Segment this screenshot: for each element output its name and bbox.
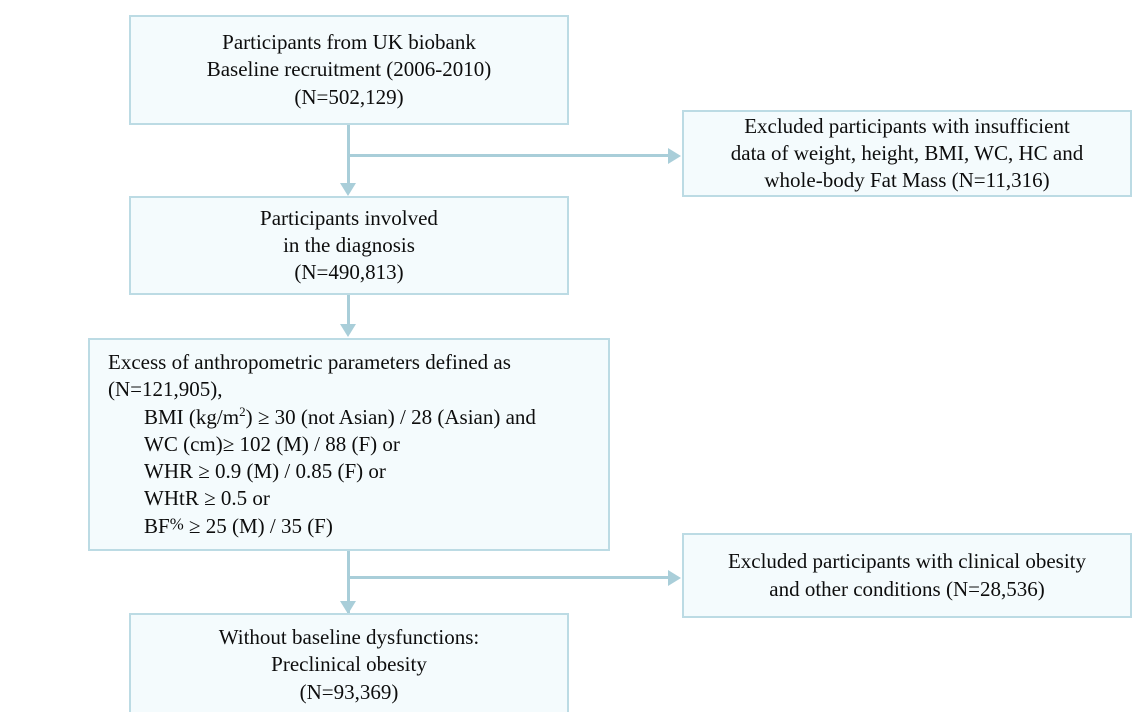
node-outcome-count: (N=93,369) <box>299 679 399 704</box>
node-criteria-bf: BF% ≥ 25 (M) / 35 (F) <box>108 513 333 540</box>
node-criteria-bmi-prefix: BMI (kg/m <box>144 404 240 429</box>
node-outcome-line-1: Without baseline dysfunctions: <box>218 625 480 650</box>
connector-criteria-to-excluded2-horizontal <box>347 576 669 579</box>
node-anthropometric-criteria: Excess of anthropometric parameters defi… <box>88 338 610 551</box>
node-criteria-bmi-superscript: 2 <box>239 403 246 419</box>
node-criteria-bf-percent: % <box>169 514 184 534</box>
node-preclinical-obesity-outcome: Without baseline dysfunctions: Preclinic… <box>129 613 569 712</box>
node-criteria-line-1: Excess of anthropometric parameters defi… <box>108 349 511 374</box>
node-source-line-2: Baseline recruitment (2006-2010) <box>206 57 492 82</box>
node-participants-in-diagnosis: Participants involved in the diagnosis (… <box>129 196 569 295</box>
node-criteria-bf-prefix: BF <box>144 513 170 538</box>
node-criteria-bf-suffix: ≥ 25 (M) / 35 (F) <box>183 513 333 538</box>
connector-source-to-excluded1-horizontal <box>347 154 669 157</box>
connector-source-to-excluded1-arrowhead <box>668 148 681 164</box>
node-criteria-bmi-suffix: ) ≥ 30 (not Asian) / 28 (Asian) and <box>245 404 536 429</box>
node-criteria-count: (N=121,905), <box>108 377 223 402</box>
connector-included-to-criteria-arrowhead <box>340 324 356 337</box>
node-source-population: Participants from UK biobank Baseline re… <box>129 15 569 125</box>
connector-criteria-to-outcome-vertical <box>347 551 350 613</box>
node-excluded-1-line-2: data of weight, height, BMI, WC, HC and <box>730 140 1084 165</box>
node-excluded-2-count: and other conditions (N=28,536) <box>769 576 1045 601</box>
node-included-line-2: in the diagnosis <box>283 232 415 257</box>
node-included-line-1: Participants involved <box>260 205 438 230</box>
node-included-count: (N=490,813) <box>294 260 404 285</box>
node-source-count: (N=502,129) <box>294 84 404 109</box>
node-outcome-line-2: Preclinical obesity <box>271 652 427 677</box>
connector-criteria-to-outcome-arrowhead <box>340 601 356 614</box>
connector-source-to-included-vertical <box>347 125 350 189</box>
connector-criteria-to-excluded2-arrowhead <box>668 570 681 586</box>
node-criteria-whtr: WHtR ≥ 0.5 or <box>144 486 270 511</box>
node-source-line-1: Participants from UK biobank <box>222 30 476 55</box>
node-excluded-2-line-1: Excluded participants with clinical obes… <box>727 549 1087 574</box>
node-excluded-1-line-1: Excluded participants with insufficient <box>744 113 1070 138</box>
node-excluded-1-count: whole-body Fat Mass (N=11,316) <box>764 168 1050 193</box>
node-criteria-bmi: BMI (kg/m2) ≥ 30 (not Asian) / 28 (Asian… <box>108 404 536 431</box>
connector-included-to-criteria-vertical <box>347 295 350 327</box>
connector-source-to-included-arrowhead <box>340 183 356 196</box>
node-criteria-wc: WC (cm)≥ 102 (M) / 88 (F) or <box>144 431 400 456</box>
node-excluded-clinical-obesity: Excluded participants with clinical obes… <box>682 533 1132 618</box>
node-criteria-whr: WHR ≥ 0.9 (M) / 0.85 (F) or <box>144 459 386 484</box>
node-excluded-insufficient-data: Excluded participants with insufficient … <box>682 110 1132 197</box>
